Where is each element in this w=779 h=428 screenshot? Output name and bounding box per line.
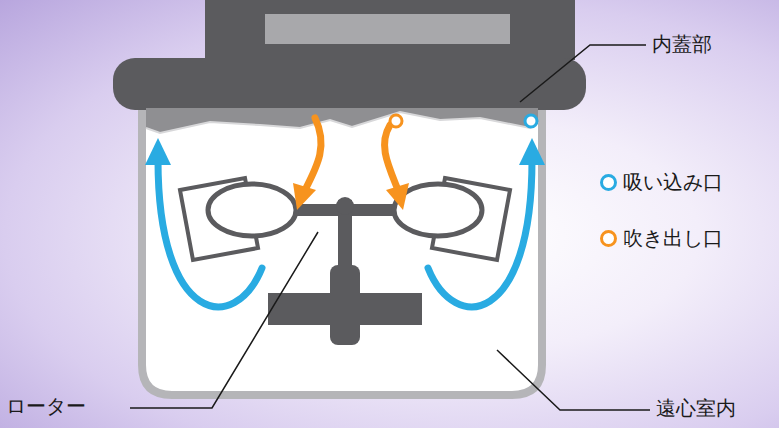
legend-row: 吸い込み口: [600, 170, 723, 194]
lid-band: [113, 58, 586, 110]
part-label: 遠心室内: [656, 396, 736, 420]
intake-flow: [158, 160, 532, 307]
legend-swatch: [600, 230, 617, 247]
intake-port: [525, 115, 537, 127]
legend-label: 吸い込み口: [623, 170, 723, 194]
leader-line: [130, 45, 650, 410]
lid-window: [265, 14, 510, 44]
legend-swatch: [600, 174, 617, 191]
outlet-port: [390, 115, 402, 127]
lid-top: [205, 0, 575, 60]
outlet-flow: [305, 118, 398, 190]
inner-lid: [146, 108, 538, 133]
chamber-wall: [142, 100, 542, 395]
outlet-arrowhead: [293, 183, 409, 210]
intake-arrowhead: [145, 138, 545, 165]
part-label: 内蓋部: [652, 32, 712, 56]
legend-label: 吹き出し口: [623, 226, 723, 250]
part-label: ローター: [6, 394, 86, 418]
rotor: [208, 184, 482, 345]
legend-row: 吹き出し口: [600, 226, 723, 250]
